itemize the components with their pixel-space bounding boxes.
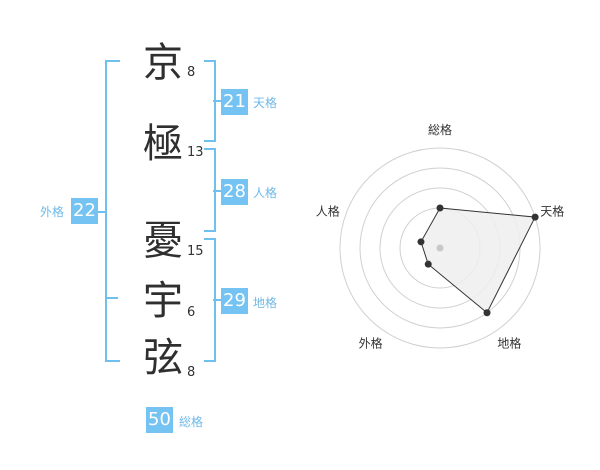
stroke-count-4: 6 <box>187 305 196 320</box>
name-char-4: 宇 <box>143 278 183 324</box>
radar-point-3 <box>483 309 491 317</box>
stroke-count-1: 8 <box>187 65 196 80</box>
gaikaku-bracket-divider <box>105 297 118 299</box>
soukaku-label: 総格 <box>179 415 204 429</box>
stroke-count-3: 15 <box>187 244 204 259</box>
radar-point-5 <box>417 238 425 246</box>
radar-axis-label-soukaku: 総格 <box>428 122 452 137</box>
name-char-1: 京 <box>143 40 183 86</box>
name-char-5: 弦 <box>143 335 183 381</box>
chikaku-value: 29 <box>221 288 248 314</box>
radar-point-2 <box>531 213 539 221</box>
jinkaku-bracket-stub <box>213 190 221 192</box>
stroke-count-2: 13 <box>187 145 204 160</box>
name-char-2: 極 <box>143 121 183 167</box>
radar-axis-label-chikaku: 地格 <box>497 336 521 351</box>
stroke-count-5: 8 <box>187 365 196 380</box>
radar-point-4 <box>424 260 432 268</box>
gaikaku-value: 22 <box>71 198 98 224</box>
radar-axis-label-jinkaku: 人格 <box>316 204 340 219</box>
tenkaku-value: 21 <box>221 89 248 115</box>
gaikaku-bracket <box>105 60 120 362</box>
chikaku-label: 地格 <box>253 296 278 310</box>
name-char-3: 憂 <box>143 218 183 264</box>
jinkaku-value: 28 <box>221 179 248 205</box>
chikaku-bracket-stub <box>213 299 221 301</box>
radar-axis-label-gaikaku: 外格 <box>359 336 383 351</box>
tenkaku-label: 天格 <box>253 96 278 110</box>
gaikaku-bracket-stub <box>98 211 106 213</box>
radar-point-1 <box>436 204 444 212</box>
radar-center <box>436 244 444 252</box>
soukaku-value: 50 <box>146 407 173 433</box>
radar-area <box>420 207 536 314</box>
radar-ring <box>339 147 541 349</box>
radar-axis-label-tenkaku: 天格 <box>540 204 564 219</box>
jinkaku-label: 人格 <box>253 186 278 200</box>
gaikaku-label: 外格 <box>40 205 65 219</box>
tenkaku-bracket-stub <box>213 100 221 102</box>
